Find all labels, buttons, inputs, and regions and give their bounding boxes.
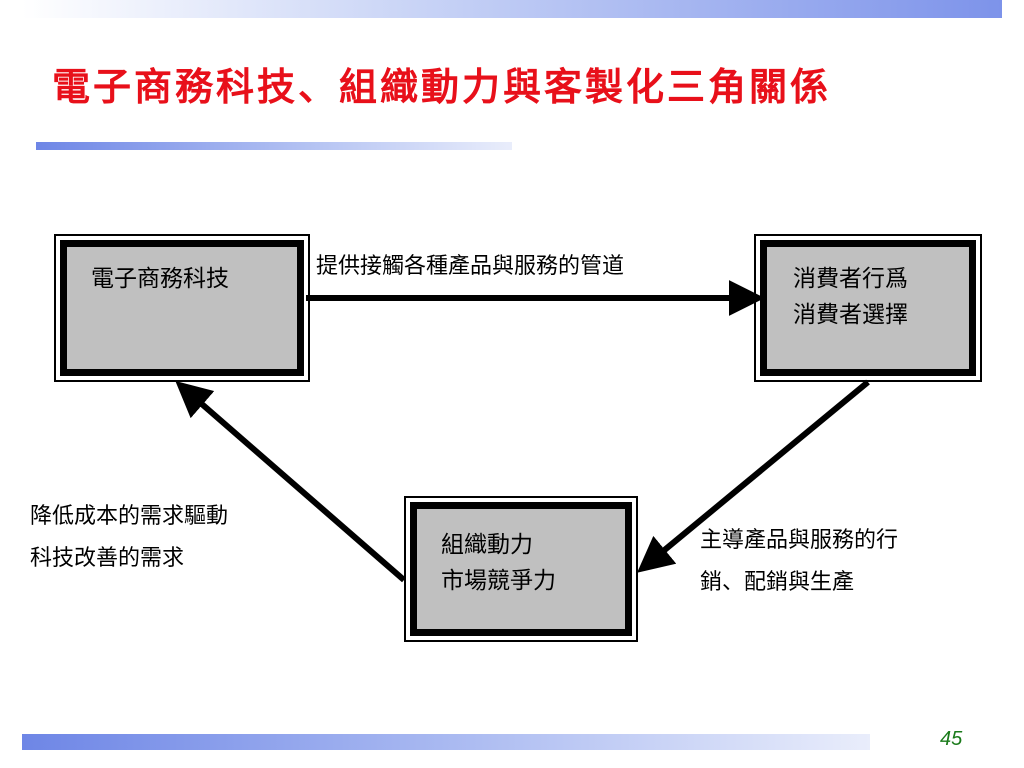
edge-label-org-to-ec: 降低成本的需求驅動 科技改善的需求 — [30, 496, 228, 580]
node-label: 消費者選擇 — [793, 302, 908, 328]
slide-title: 電子商務科技、組織動力與客製化三角關係 — [52, 64, 832, 109]
edge-label-ec-to-consumer: 提供接觸各種產品與服務的管道 — [316, 246, 624, 288]
edge-label-line: 銷、配銷與生產 — [700, 570, 855, 595]
top-accent-bar — [22, 0, 1002, 18]
node-consumer-behavior: 消費者行爲 消費者選擇 — [754, 234, 982, 382]
node-label: 電子商務科技 — [91, 266, 229, 292]
arrow-consumer-to-org — [637, 379, 870, 573]
node-label: 組織動力 — [441, 532, 533, 558]
edge-label-line: 科技改善的需求 — [30, 546, 185, 571]
edge-label-line: 降低成本的需求驅動 — [30, 504, 229, 529]
node-organizational-dynamics: 組織動力 市場競爭力 — [404, 496, 638, 642]
node-ecommerce-technology: 電子商務科技 — [54, 234, 310, 382]
edge-label-line: 提供接觸各種產品與服務的管道 — [316, 254, 625, 279]
node-label: 消費者行爲 — [793, 266, 908, 292]
arrow-org-to-ec — [175, 380, 406, 583]
node-label: 市場競爭力 — [441, 568, 556, 594]
title-underline-bar — [36, 142, 512, 150]
edge-label-line: 主導產品與服務的行 — [700, 528, 899, 553]
page-number: 45 — [940, 728, 963, 750]
bottom-accent-bar — [22, 734, 870, 750]
edge-label-consumer-to-org: 主導產品與服務的行 銷、配銷與生產 — [700, 520, 898, 604]
